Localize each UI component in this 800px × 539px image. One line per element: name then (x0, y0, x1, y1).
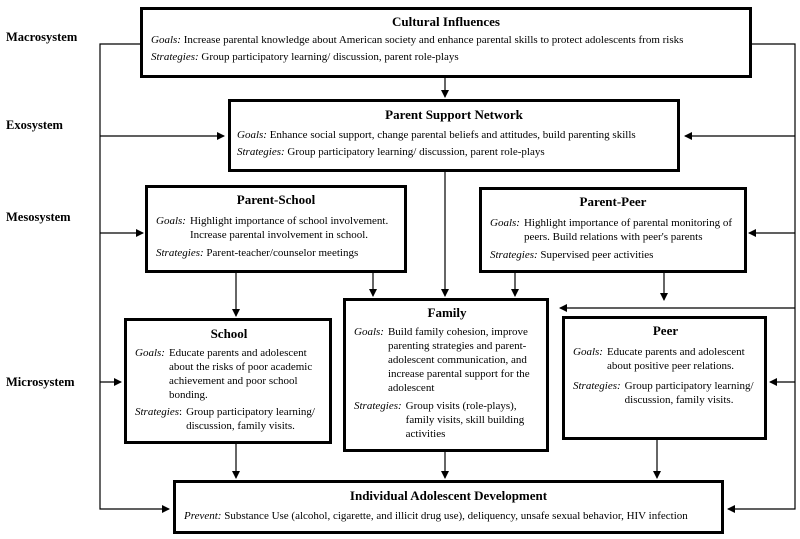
microsystem-label: Microsystem (6, 375, 75, 389)
family-strategies: Strategies: Group visits (role-plays), f… (354, 400, 525, 440)
individual-prevent: Prevent: Substance Use (alcohol, cigaret… (184, 510, 688, 522)
individual-development-box: Individual Adolescent Development Preven… (173, 480, 724, 534)
right-spine (727, 43, 796, 513)
school-box: School Goals: Educate parents and adoles… (124, 318, 332, 444)
cultural-title: Cultural Influences (392, 14, 500, 29)
parent-peer-box: Parent-Peer Goals: Highlight importance … (479, 187, 747, 273)
school-goals: Goals: Educate parents and adolescent ab… (135, 347, 313, 401)
parent-peer-title: Parent-Peer (579, 194, 647, 209)
support-strategies: Strategies: Group participatory learning… (237, 146, 545, 158)
cultural-strategies: Strategies: Group participatory learning… (151, 51, 459, 63)
peer-strategies: Strategies: Group participatory learning… (573, 380, 754, 406)
parent-school-title: Parent-School (236, 192, 316, 207)
family-goals: Goals: Build family cohesion, improve pa… (354, 326, 530, 394)
peer-goals: Goals: Educate parents and adolescent ab… (573, 346, 745, 372)
mesosystem-label: Mesosystem (6, 210, 71, 224)
parent-school-goals: Goals: Highlight importance of school in… (156, 215, 389, 241)
exosystem-label: Exosystem (6, 118, 63, 132)
cultural-influences-box: Cultural Influences Goals: Increase pare… (140, 7, 752, 78)
macrosystem-label: Macrosystem (6, 30, 78, 44)
family-title: Family (427, 305, 467, 320)
parent-school-strategies: Strategies: Parent-teacher/counselor mee… (156, 247, 359, 259)
peer-box: Peer Goals: Educate parents and adolesce… (562, 316, 767, 440)
support-title: Parent Support Network (385, 107, 523, 122)
individual-title: Individual Adolescent Development (349, 488, 548, 503)
cultural-goals: Goals: Increase parental knowledge about… (151, 34, 684, 46)
parent-peer-goals: Goals: Highlight importance of parental … (490, 217, 732, 243)
peer-title: Peer (652, 323, 679, 338)
support-goals: Goals: Enhance social support, change pa… (237, 129, 636, 141)
left-spine (99, 43, 170, 513)
family-box: Family Goals: Build family cohesion, imp… (343, 298, 549, 452)
parent-school-box: Parent-School Goals: Highlight importanc… (145, 185, 407, 273)
parent-support-network-box: Parent Support Network Goals: Enhance so… (228, 99, 680, 172)
parent-peer-strategies: Strategies: Supervised peer activities (490, 249, 654, 261)
school-title: School (210, 326, 248, 341)
school-strategies: Strategies: Group participatory learning… (135, 406, 315, 432)
